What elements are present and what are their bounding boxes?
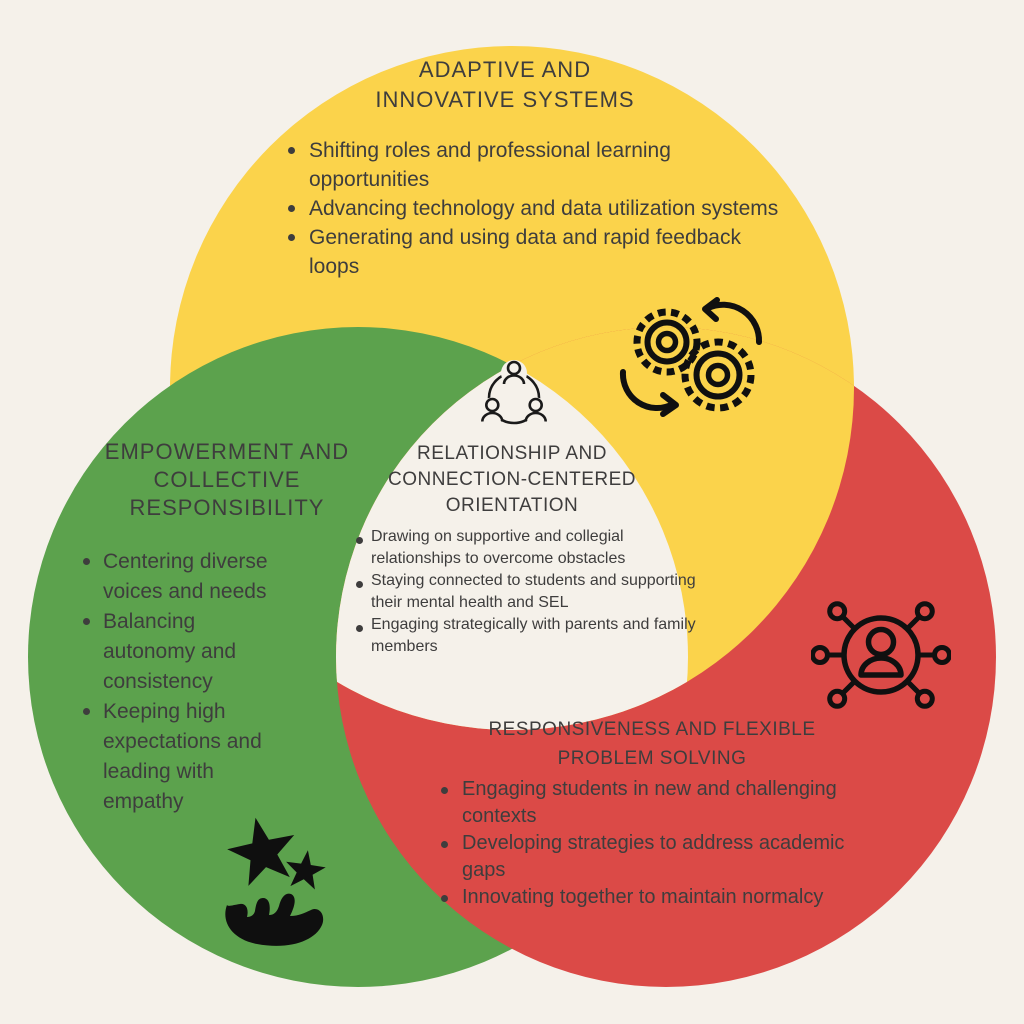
bullet-item: Balancing autonomy and consistency [79,607,289,697]
title-line: INNOVATIVE SYSTEMS [375,87,635,112]
title-line: ADAPTIVE AND [418,57,592,82]
bullet-item: Drawing on supportive and collegial rela… [352,526,697,570]
empowerment-bullet-list: Centering diverse voices and needs Balan… [79,547,289,817]
section-title-responsiveness: RESPONSIVENESS AND FLEXIBLE PROBLEM SOLV… [392,715,912,773]
big-star [227,817,295,886]
title-line: EMPOWERMENT AND [104,439,350,464]
bullet-item: Advancing technology and data utilizatio… [284,194,784,223]
section-title-relationship: RELATIONSHIP AND CONNECTION-CENTERED ORI… [342,441,682,519]
bullet-item: Shifting roles and professional learning… [284,136,784,194]
section-title-adaptive-systems: ADAPTIVE AND INNOVATIVE SYSTEMS [205,55,805,115]
title-line: PROBLEM SOLVING [557,748,747,769]
bullet-item: Generating and using data and rapid feed… [284,223,784,281]
section-title-empowerment: EMPOWERMENT AND COLLECTIVE RESPONSIBILIT… [67,438,387,522]
person-network-icon [810,585,952,730]
adaptive-bullet-list: Shifting roles and professional learning… [284,136,784,281]
title-line: COLLECTIVE [153,467,301,492]
bullet-item: Keeping high expectations and leading wi… [79,697,289,817]
title-line: ORIENTATION [445,495,579,516]
hand-with-stars-icon [213,803,337,960]
bullet-item: Developing strategies to address academi… [437,830,887,884]
title-line: RELATIONSHIP AND [417,443,607,464]
title-line: RESPONSIBILITY [129,495,325,520]
bullet-item: Centering diverse voices and needs [79,547,289,607]
team-circle-icon [468,358,560,439]
title-line: RESPONSIVENESS AND FLEXIBLE [488,719,816,740]
bullet-item: Engaging strategically with parents and … [352,614,697,658]
bullet-item: Staying connected to students and suppor… [352,570,697,614]
bullet-item: Engaging students in new and challenging… [437,776,887,830]
title-line: CONNECTION-CENTERED [387,469,637,490]
small-star [286,850,326,890]
hand [225,893,324,946]
bullet-item: Innovating together to maintain normalcy [437,884,887,911]
responsiveness-bullet-list: Engaging students in new and challenging… [437,776,887,911]
relationship-bullet-list: Drawing on supportive and collegial rela… [352,526,697,658]
gears-sync-icon [613,292,769,429]
